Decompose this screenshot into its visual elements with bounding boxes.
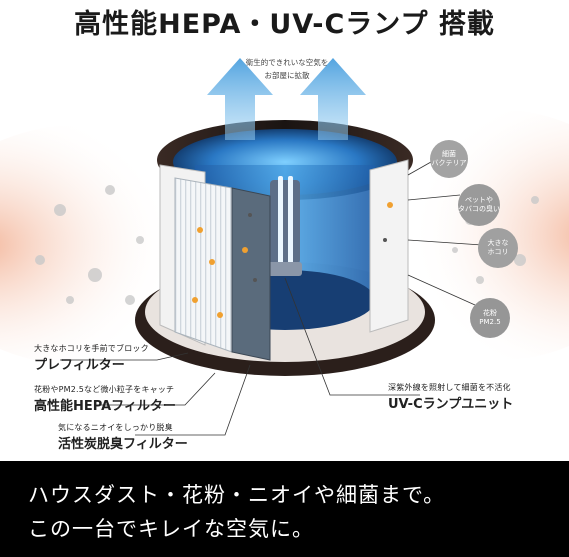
bubble-pollen-line-2: PM2.5 — [479, 318, 501, 326]
bubble-dust: 大きな ホコリ — [478, 228, 518, 268]
bubble-odor-line-2: タバコの臭い — [458, 205, 500, 213]
bubble-odor: ペットや タバコの臭い — [458, 184, 500, 226]
label-carbon-desc: 気になるニオイをしっかり脱臭 — [58, 423, 173, 432]
bubble-bacteria-line-2: バクテリア — [431, 159, 467, 167]
label-uv-unit: 深紫外線を照射して細菌を不活化 UV-Cランプユニット — [388, 382, 513, 412]
label-uv-unit-title: UV-Cランプユニット — [388, 397, 514, 412]
top-note: 衛生的できれいな空気を お部屋に拡散 — [232, 56, 342, 82]
bubble-dust-line-1: 大きな — [487, 239, 509, 247]
arrow-left — [207, 58, 273, 140]
label-pre-filter-desc: 大きなホコリを手前でブロック — [34, 344, 149, 353]
bubble-pollen: 花粉 PM2.5 — [470, 298, 510, 338]
bubble-bacteria: 細菌 バクテリア — [430, 140, 468, 178]
label-uv-unit-desc: 深紫外線を照射して細菌を不活化 — [388, 383, 511, 392]
label-pre-filter: 大きなホコリを手前でブロック プレフィルター — [34, 343, 149, 373]
bubble-bacteria-line-1: 細菌 — [442, 150, 456, 158]
label-hepa-desc: 花粉やPM2.5など微小粒子をキャッチ — [34, 385, 175, 394]
air-purifier-illustration — [0, 58, 569, 436]
label-hepa-title: 高性能HEPAフィルター — [34, 399, 176, 414]
label-hepa: 花粉やPM2.5など微小粒子をキャッチ 高性能HEPAフィルター — [34, 384, 176, 414]
pollen-particles — [192, 202, 393, 318]
bottom-banner: ハウスダスト・花粉・ニオイや細菌まで。 この一台でキレイな空気に。 — [0, 461, 569, 557]
bubble-pollen-line-1: 花粉 — [483, 309, 497, 317]
bubble-odor-line-1: ペットや — [465, 196, 493, 204]
bottom-line-2: この一台でキレイな空気に。 — [28, 517, 314, 541]
bubble-dust-line-2: ホコリ — [487, 248, 509, 256]
hepa-filter — [174, 177, 233, 353]
label-carbon: 気になるニオイをしっかり脱臭 活性炭脱臭フィルター — [58, 422, 188, 452]
dust-particles — [35, 185, 539, 305]
right-filter — [369, 159, 409, 333]
arrow-right — [300, 58, 366, 140]
headline: 高性能HEPA・UV-Cランプ 搭載 — [74, 9, 495, 40]
bottom-line-1: ハウスダスト・花粉・ニオイや細菌まで。 — [28, 483, 446, 507]
top-note-line-2: お部屋に拡散 — [264, 71, 310, 80]
label-carbon-title: 活性炭脱臭フィルター — [58, 437, 188, 452]
dark-particles — [248, 213, 387, 282]
carbon-filter — [231, 187, 271, 361]
airflow-arrows — [207, 58, 366, 140]
top-note-line-1: 衛生的できれいな空気を — [245, 58, 329, 67]
uv-lamp — [268, 176, 302, 276]
label-pre-filter-title: プレフィルター — [34, 358, 125, 373]
